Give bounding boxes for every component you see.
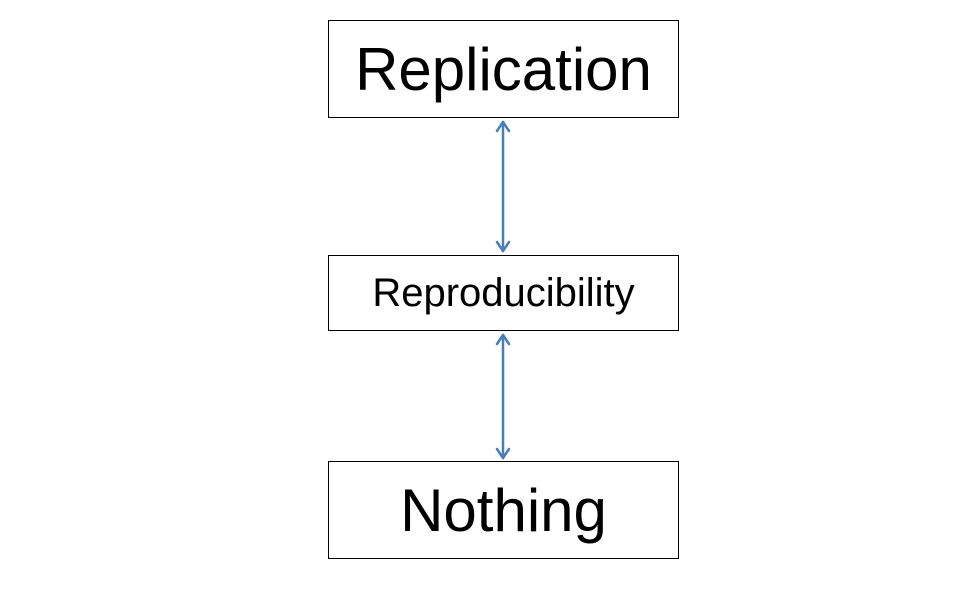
node-reproducibility: Reproducibility <box>328 255 679 331</box>
node-reproducibility-label: Reproducibility <box>372 270 635 315</box>
node-nothing: Nothing <box>328 461 679 559</box>
arrow-reproducibility-nothing <box>495 333 511 460</box>
node-replication-label: Replication <box>355 35 652 103</box>
node-nothing-label: Nothing <box>400 476 607 544</box>
node-replication: Replication <box>328 20 679 118</box>
arrow-replication-reproducibility <box>495 120 511 253</box>
